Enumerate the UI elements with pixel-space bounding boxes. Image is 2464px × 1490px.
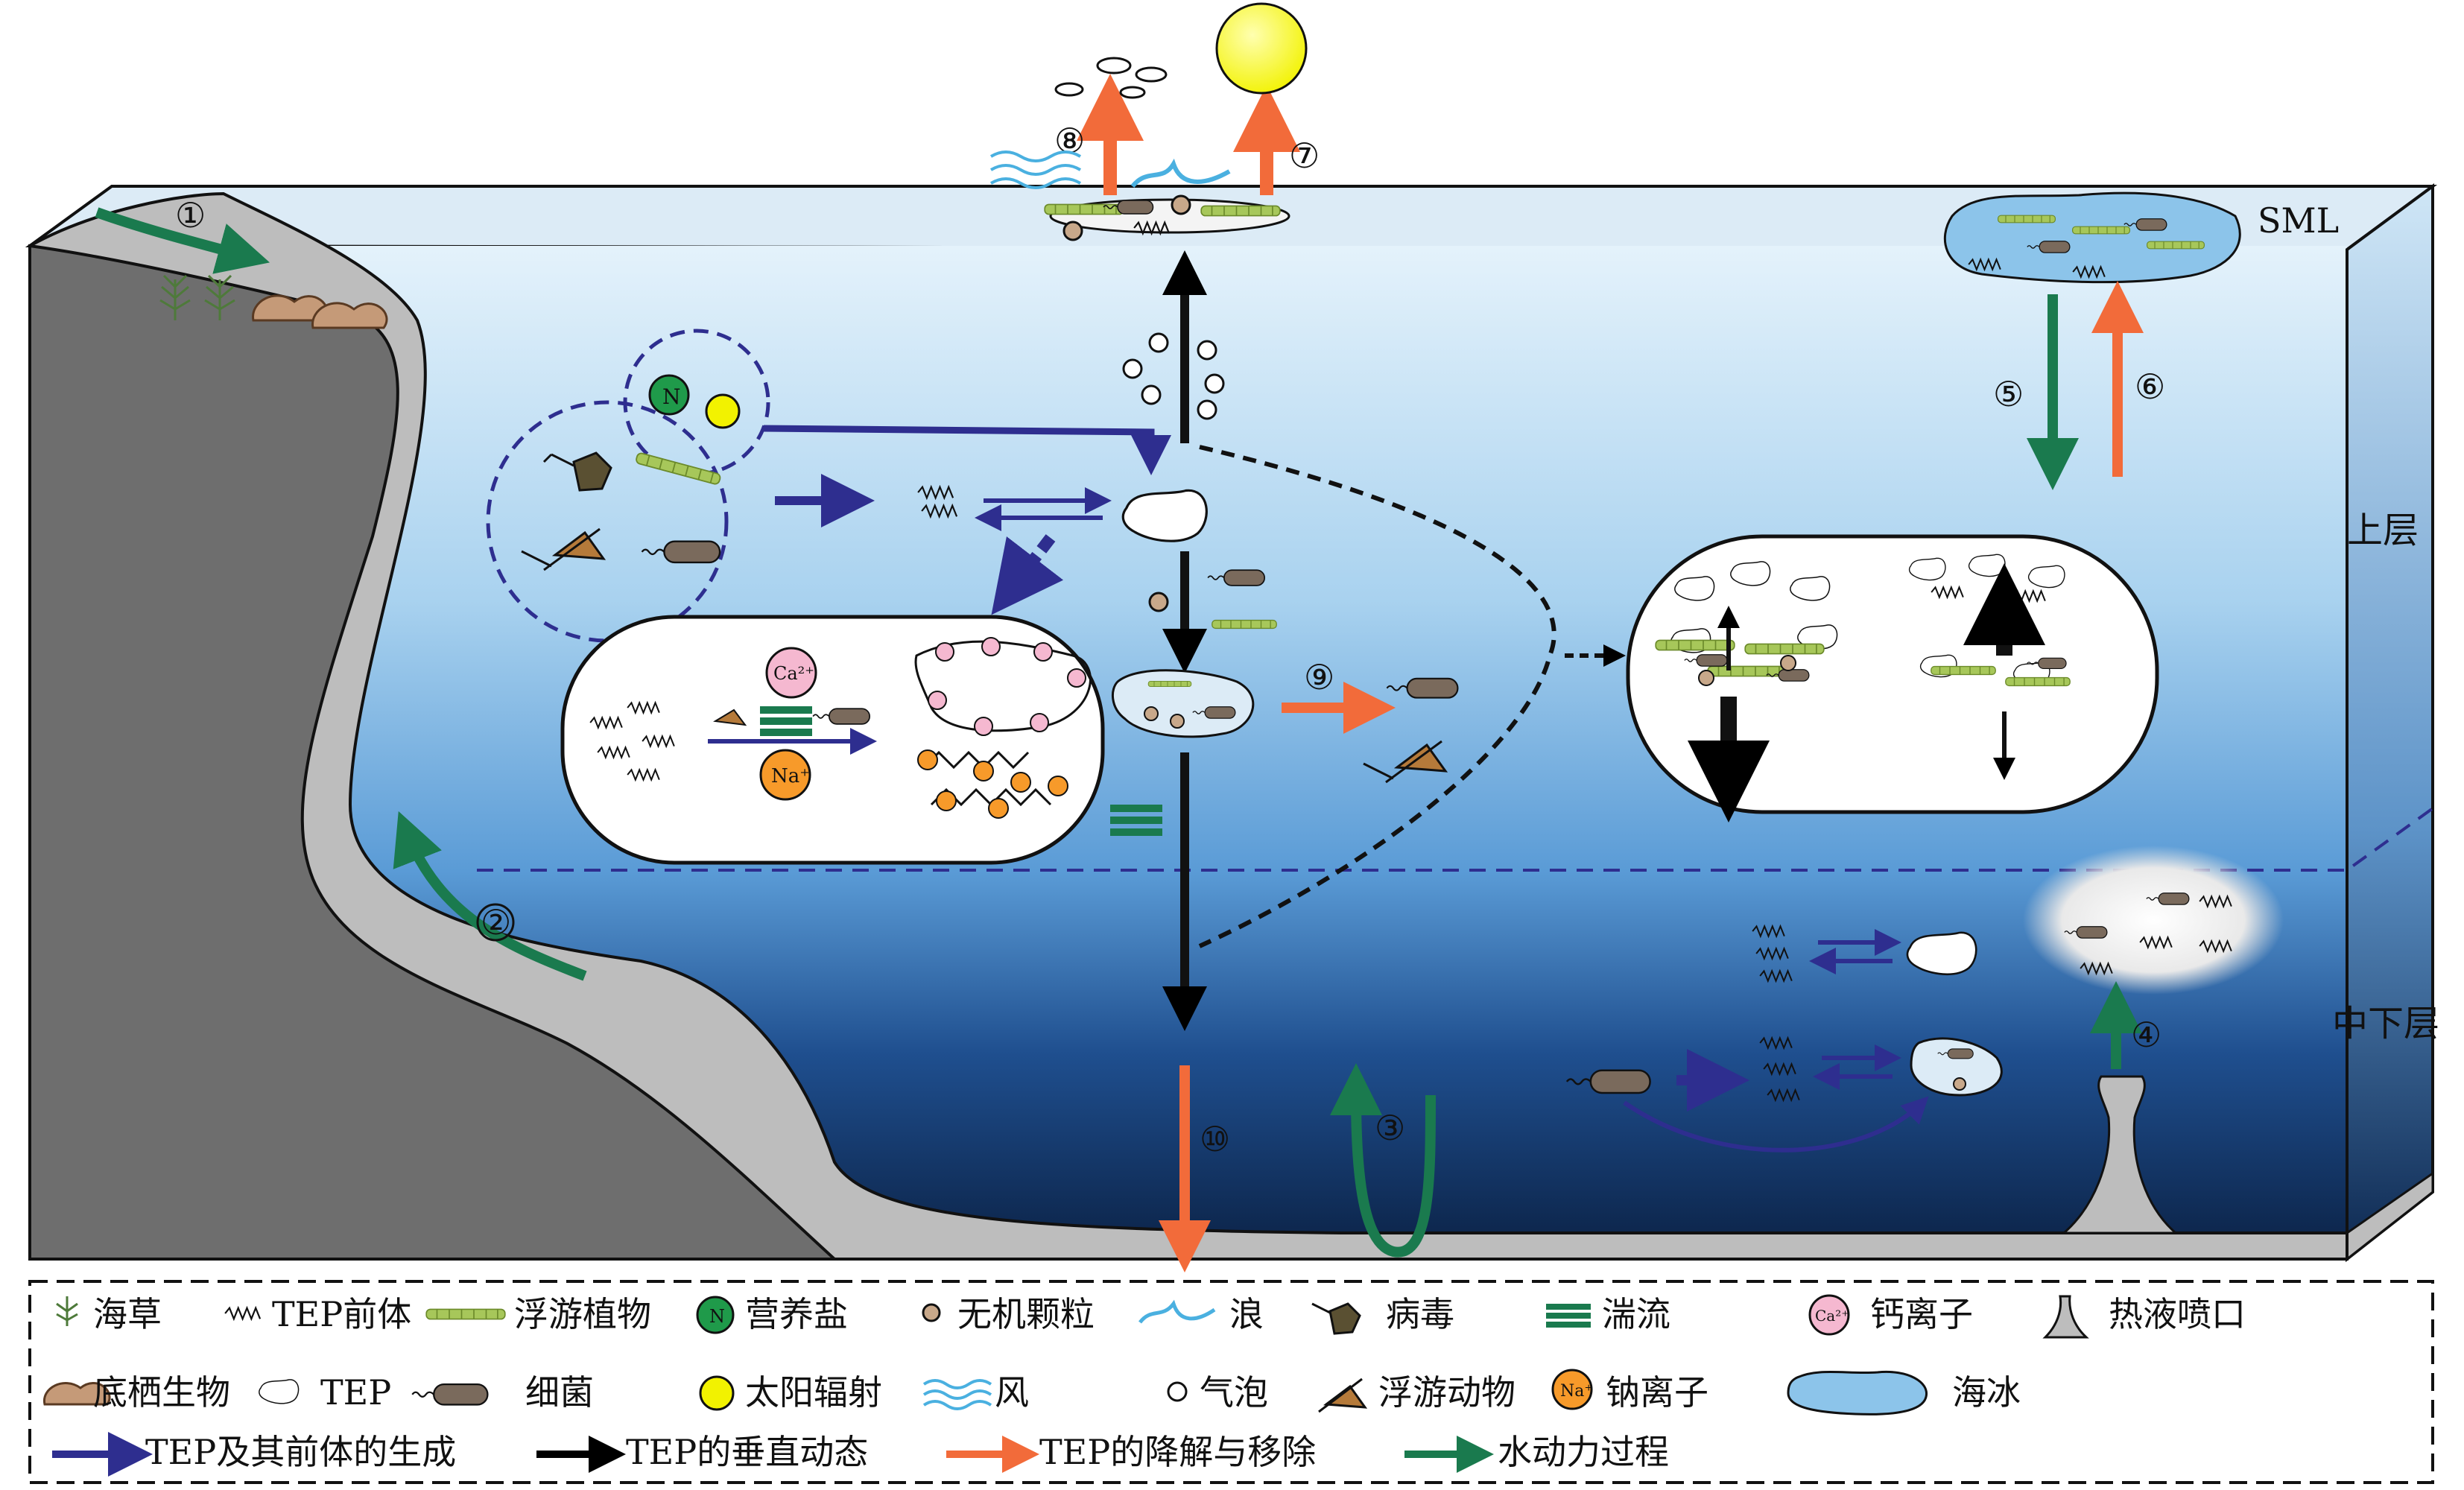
svg-text:Na⁺: Na⁺	[1560, 1382, 1593, 1401]
deep-curved-arrow	[1623, 1096, 1929, 1153]
legend-row-3: TEP及其前体的生成 TEP的垂直动态 TEP的降解与移除 水动力过程	[52, 1432, 1669, 1477]
sml-label: SML	[2258, 200, 2339, 241]
upper-layer-label: 上层	[2347, 510, 2419, 551]
sea-ice-icon	[1943, 191, 2241, 284]
sun-icon	[1215, 2, 1308, 95]
aerosol-particles	[1054, 57, 1168, 99]
process-number-2: ②	[481, 902, 511, 942]
layer-divider	[477, 807, 2434, 872]
calcium-bridged-chain	[914, 637, 1092, 736]
seagrass-icon	[159, 274, 235, 320]
legend-phytoplankton: 浮游植物	[514, 1294, 651, 1334]
deep-tep-icon	[1906, 931, 1977, 976]
arrow-process-1	[95, 207, 270, 274]
arrow-formation-top	[763, 425, 1171, 475]
turbulence-icon	[1110, 805, 1162, 836]
nutrient-icon	[648, 374, 690, 416]
virus-icon	[542, 451, 612, 492]
legend-seagrass: 海草	[93, 1294, 162, 1334]
process-number-6: ⑥	[2135, 367, 2165, 407]
legend-benthos: 底栖生物	[93, 1372, 230, 1413]
svg-text:Na⁺: Na⁺	[771, 765, 810, 787]
process-number-7: ⑦	[1289, 136, 1320, 176]
svg-text:N: N	[662, 384, 681, 409]
wind-icon	[989, 150, 1082, 189]
process-number-5: ⑤	[1993, 374, 2024, 414]
legend-vertical-dynamics: TEP的垂直动态	[626, 1432, 868, 1472]
arrow-formation-dashed	[991, 534, 1064, 615]
plankton-group	[486, 400, 729, 643]
legend-bubble: 气泡	[1200, 1372, 1268, 1413]
legend-formation: TEP及其前体的生成	[145, 1432, 456, 1472]
legend-tep-precursor: TEP前体	[272, 1294, 411, 1334]
benthos-icon	[252, 294, 388, 329]
svg-text:N: N	[709, 1306, 725, 1327]
deep-tep-aggregate	[1910, 1037, 2003, 1097]
vent-plume	[2023, 846, 2284, 995]
legend-hydrothermal-vent: 热液喷口	[2109, 1294, 2246, 1334]
legend-sea-ice: 海冰	[1952, 1372, 2021, 1413]
dashed-transport-curve	[1198, 445, 1556, 948]
legend-solar-radiation: 太阳辐射	[745, 1372, 882, 1413]
legend-tep: TEP	[320, 1372, 391, 1413]
process-number-3: ③	[1375, 1108, 1405, 1148]
legend-degradation-removal: TEP的降解与移除	[1039, 1432, 1316, 1472]
sun-small-icon	[705, 393, 741, 429]
tep-cluster-left	[1655, 561, 1838, 686]
legend-virus: 病毒	[1386, 1294, 1454, 1334]
lower-layer-label: 中下层	[2332, 1003, 2439, 1044]
legend-sodium: 钠离子	[1606, 1372, 1708, 1413]
legend-bacteria: 细菌	[525, 1372, 594, 1413]
svg-text:Ca²⁺: Ca²⁺	[1815, 1307, 1849, 1325]
tep-aggregate-mid	[1111, 669, 1255, 738]
legend-row-1: 海草 TEP前体 浮游植物 N 营养盐 无机颗粒 浪 病毒 湍流 Ca²⁺ 钙离…	[56, 1294, 2246, 1339]
legend-turbulence: 湍流	[1602, 1294, 1670, 1334]
legend-wave: 浪	[1229, 1294, 1264, 1334]
svg-text:Ca²⁺: Ca²⁺	[773, 663, 814, 684]
calcium-ion-icon	[765, 647, 817, 699]
wave-icon	[1130, 158, 1231, 188]
legend-inorganic-particle: 无机颗粒	[957, 1294, 1095, 1334]
hydrothermal-vent	[2061, 1075, 2179, 1234]
continental-slope-light	[28, 191, 2349, 1261]
legend-row-2: 底栖生物 TEP 细菌 太阳辐射 风 气泡 浮游动物 Na⁺ 钠离子 海冰	[43, 1369, 2021, 1416]
process-number-4: ④	[2131, 1015, 2161, 1055]
process-number-9: ⑨	[1304, 657, 1334, 697]
surface-tep-aggregate	[1044, 194, 1290, 241]
sodium-ion-icon	[759, 749, 811, 801]
process-number-1: ①	[175, 195, 206, 235]
tep-icon	[1121, 489, 1208, 542]
legend-calcium: 钙离子	[1870, 1294, 1973, 1334]
arrow-process-3	[1351, 1094, 1436, 1258]
water-side-face	[2346, 183, 2434, 1263]
zooplankton-mid	[1363, 740, 1448, 784]
bubbles-icon	[1122, 332, 1225, 420]
legend-nutrient: 营养盐	[745, 1294, 848, 1334]
process-number-10: ⑩	[1200, 1119, 1230, 1159]
legend-wind: 风	[995, 1372, 1029, 1413]
legend-zooplankton: 浮游动物	[1378, 1372, 1516, 1413]
sodium-bridged-chain	[917, 749, 1068, 819]
legend-hydrodynamic: 水动力过程	[1498, 1432, 1669, 1472]
zooplankton-icon	[521, 527, 607, 571]
